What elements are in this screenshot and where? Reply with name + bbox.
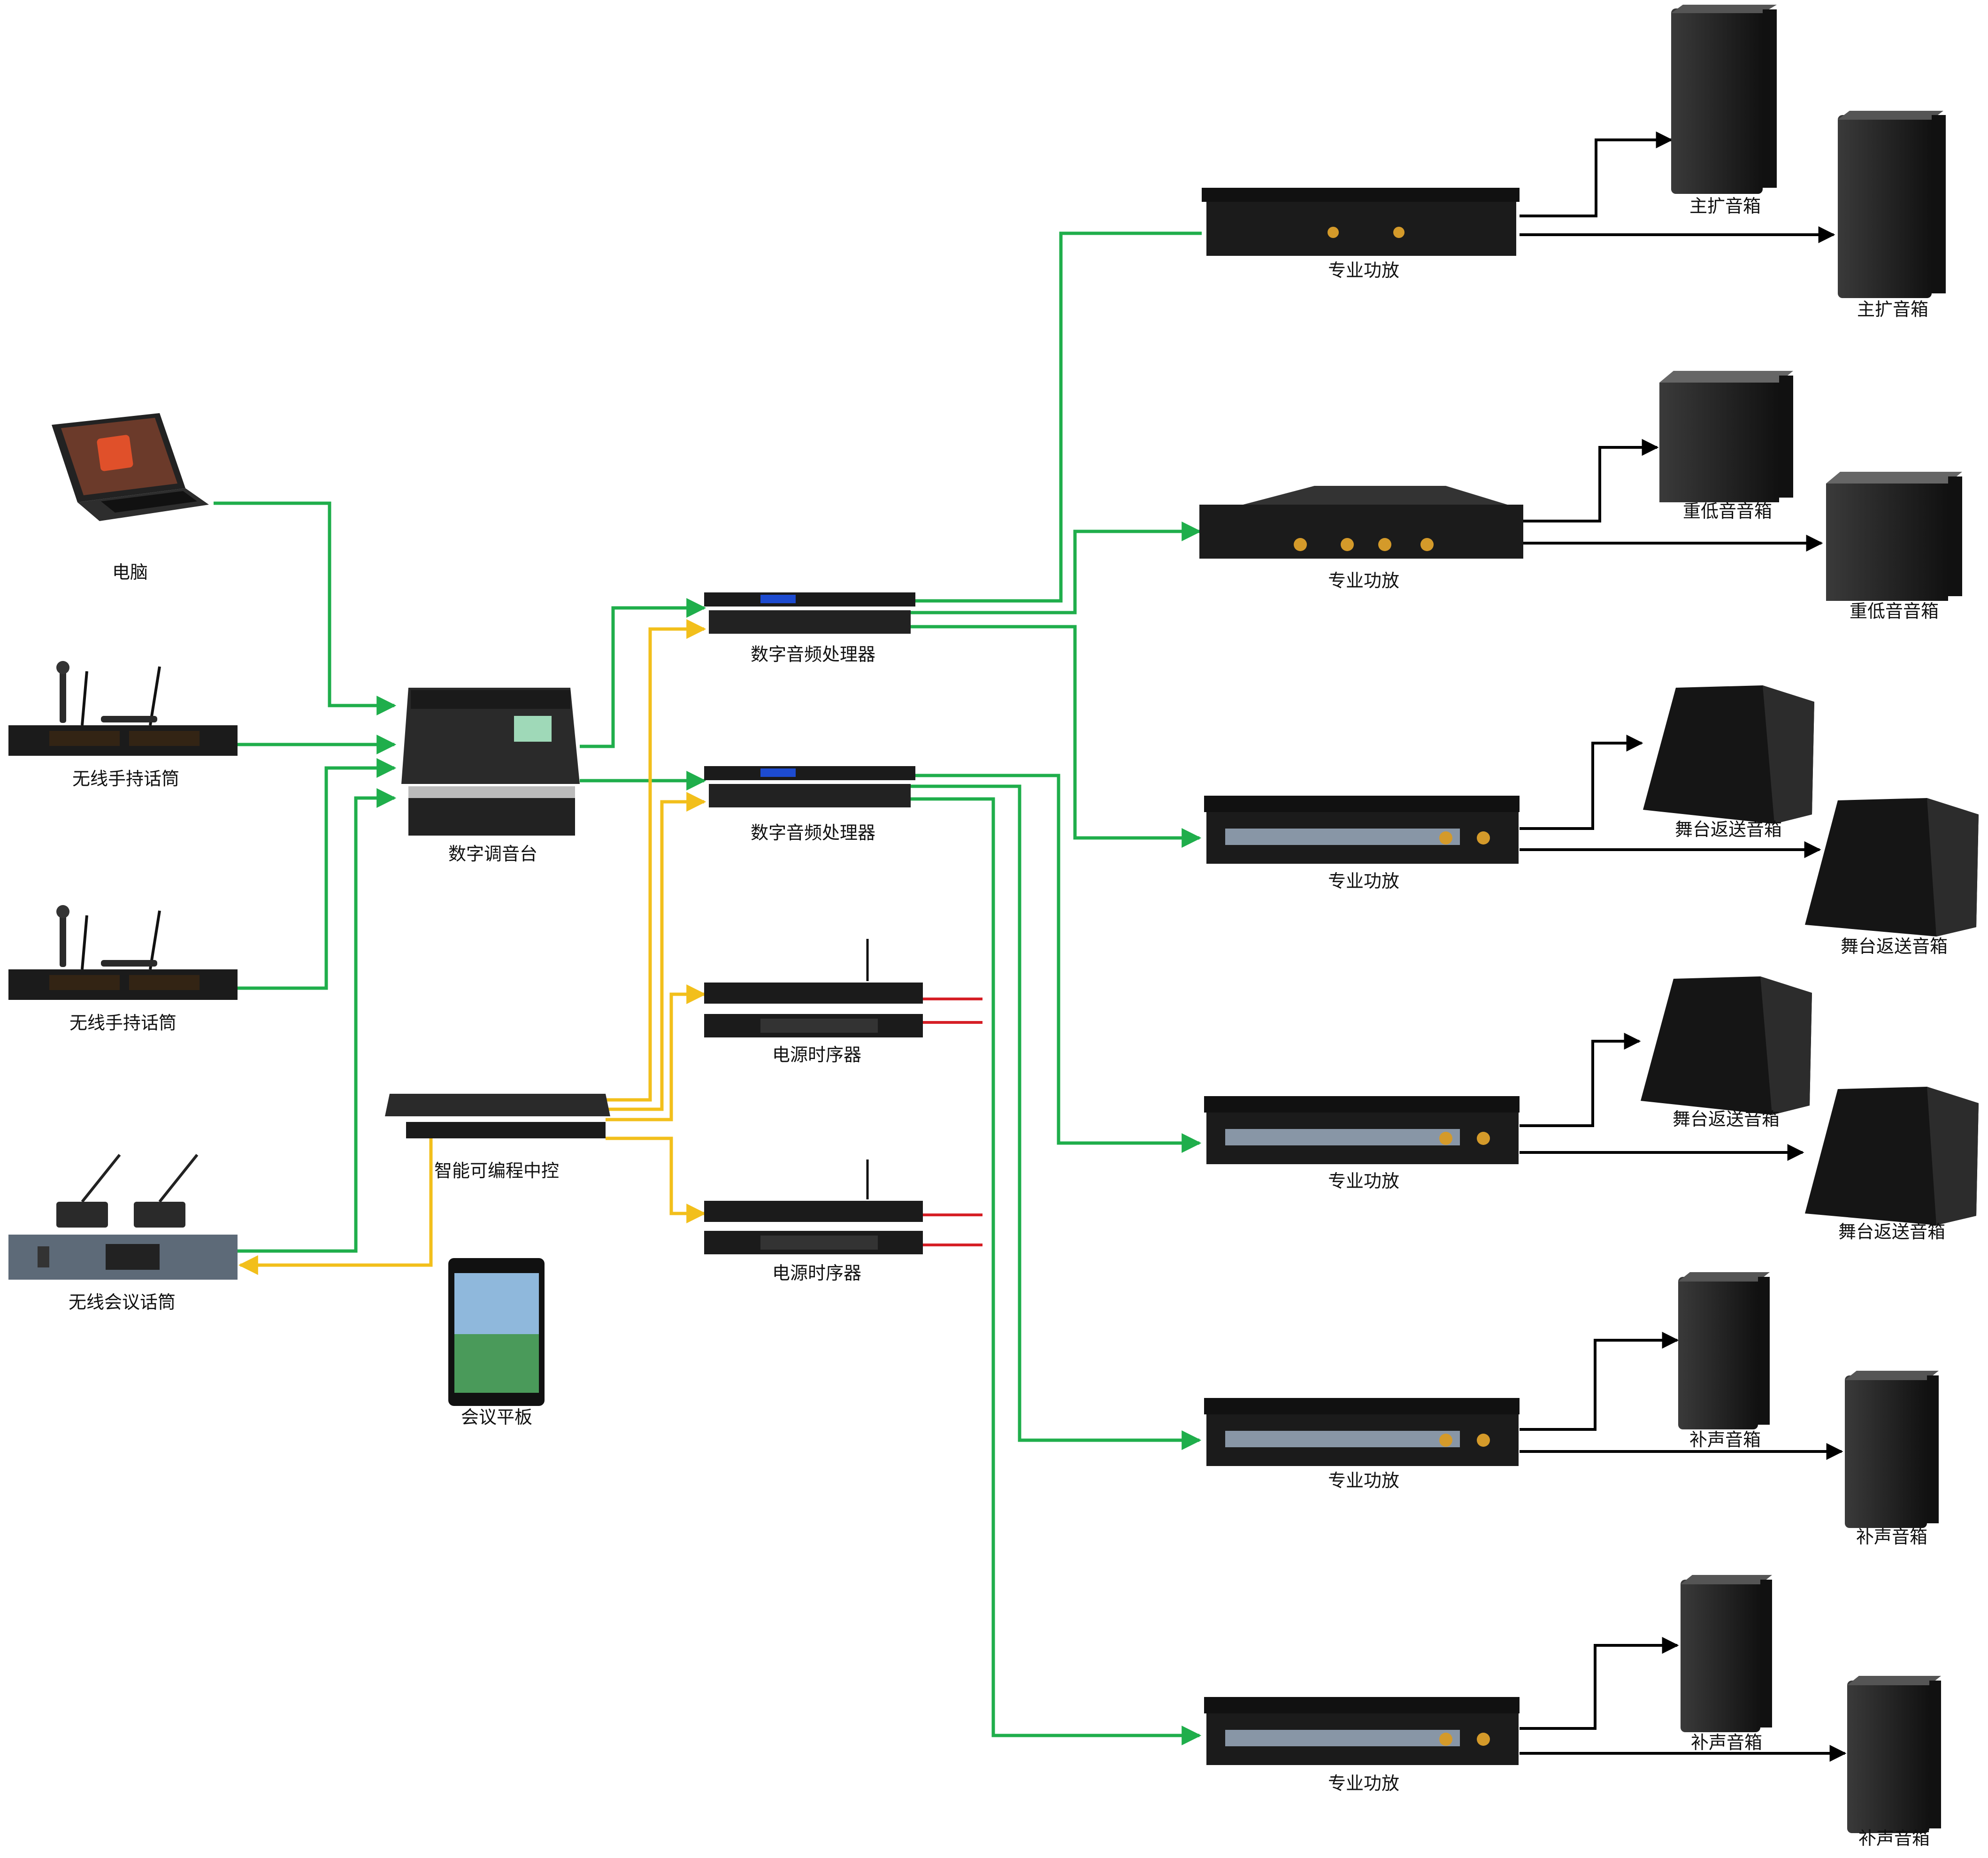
subwoofer-label: 重低音音箱 bbox=[1682, 501, 1773, 522]
handheld-mic-label: 无线手持话筒 bbox=[72, 768, 180, 789]
stage-monitor-icon bbox=[1643, 685, 1814, 824]
amplifier-label: 专业功放 bbox=[1328, 1773, 1400, 1794]
fill-speaker-label: 补声音箱 bbox=[1858, 1828, 1930, 1849]
mixer-label: 数字调音台 bbox=[448, 844, 538, 864]
wire-mic2-to-mixer bbox=[237, 758, 397, 990]
spk-amp5-fill1 bbox=[1520, 1332, 1679, 1431]
fullrange-speaker-icon bbox=[1681, 1575, 1772, 1732]
dsp-processor-icon bbox=[704, 766, 915, 807]
amplifier-label: 专业功放 bbox=[1328, 570, 1400, 591]
fill-speaker-label: 补声音箱 bbox=[1856, 1527, 1928, 1547]
fill-speaker-label: 补声音箱 bbox=[1689, 1429, 1761, 1450]
fullrange-speaker-icon bbox=[1671, 5, 1777, 194]
wire-dsp2-to-amp4 bbox=[911, 774, 1202, 1153]
laptop-icon bbox=[52, 413, 209, 521]
subwoofer-label: 重低音音箱 bbox=[1849, 601, 1939, 622]
subwoofer-icon bbox=[1659, 371, 1793, 502]
ctrl-to-conference bbox=[238, 1129, 433, 1275]
wire-mixer-to-dsp1 bbox=[580, 598, 706, 748]
stage-monitor-label: 舞台返送音箱 bbox=[1672, 1109, 1780, 1129]
conference-mic-label: 无线会议话筒 bbox=[68, 1292, 176, 1313]
stage-monitor-icon bbox=[1641, 976, 1812, 1115]
power-amplifier-icon bbox=[1202, 188, 1520, 256]
spk-amp3-mon1 bbox=[1520, 735, 1643, 830]
amplifier-label: 专业功放 bbox=[1328, 871, 1400, 891]
wireless-receiver-icon bbox=[8, 661, 238, 756]
main-speaker-label: 主扩音箱 bbox=[1689, 196, 1761, 216]
conference-mic-unit-icon bbox=[8, 1154, 238, 1280]
handheld-mic-label: 无线手持话筒 bbox=[69, 1013, 177, 1033]
fullrange-speaker-icon bbox=[1838, 111, 1946, 298]
wire-dsp2-to-amp6 bbox=[911, 797, 1202, 1745]
sequencer-label: 电源时序器 bbox=[772, 1263, 862, 1283]
power-sequencer-icon bbox=[704, 1159, 923, 1254]
stage-monitor-icon bbox=[1805, 1087, 1979, 1225]
stage-monitor-label: 舞台返送音箱 bbox=[1840, 936, 1948, 957]
processor-label: 数字音频处理器 bbox=[750, 822, 876, 843]
controller-label: 智能可编程中控 bbox=[434, 1160, 560, 1181]
subwoofer-icon bbox=[1826, 472, 1962, 601]
amplifier-label: 专业功放 bbox=[1328, 1171, 1400, 1191]
ctrl-to-seq2 bbox=[606, 1136, 706, 1223]
amplifier-label: 专业功放 bbox=[1328, 260, 1400, 281]
processor-label: 数字音频处理器 bbox=[750, 644, 876, 665]
wire-conference-to-mixer bbox=[237, 788, 397, 1253]
central-controller-icon bbox=[385, 1094, 610, 1138]
tablet-icon bbox=[448, 1258, 545, 1406]
mixer-icon bbox=[401, 688, 580, 836]
spk-amp1-main1 bbox=[1520, 131, 1673, 217]
tablet-label: 会议平板 bbox=[461, 1407, 533, 1428]
wire-dsp2-to-amp5 bbox=[911, 784, 1202, 1450]
fullrange-speaker-icon bbox=[1678, 1272, 1770, 1429]
spk-amp6-fill3 bbox=[1520, 1637, 1679, 1730]
stage-monitor-label: 舞台返送音箱 bbox=[1674, 819, 1782, 840]
dsp-processor-icon bbox=[704, 592, 915, 634]
power-sequencer-icon bbox=[704, 939, 923, 1037]
ctrl-to-seq1 bbox=[606, 984, 706, 1121]
fill-speaker-label: 补声音箱 bbox=[1690, 1732, 1763, 1753]
power-amplifier-icon bbox=[1204, 796, 1520, 864]
spk-amp2-sub1 bbox=[1523, 439, 1659, 522]
ctrl-to-dsp1 bbox=[606, 619, 706, 1102]
amplifier-label: 专业功放 bbox=[1328, 1470, 1400, 1491]
wire-computer-to-mixer bbox=[214, 501, 397, 715]
wire-dsp1-to-amp2 bbox=[911, 522, 1202, 614]
stage-monitor-icon bbox=[1805, 798, 1979, 937]
spk-amp4-mon3 bbox=[1520, 1033, 1641, 1127]
power-amplifier-icon bbox=[1204, 1398, 1520, 1466]
computer-label: 电脑 bbox=[112, 562, 148, 583]
stage-monitor-label: 舞台返送音箱 bbox=[1838, 1221, 1946, 1242]
wire-dsp1-to-amp3 bbox=[911, 625, 1202, 848]
main-speaker-label: 主扩音箱 bbox=[1857, 299, 1929, 320]
wire-dsp1-to-amp1 bbox=[911, 231, 1202, 603]
fullrange-speaker-icon bbox=[1845, 1371, 1939, 1528]
fullrange-speaker-icon bbox=[1847, 1676, 1941, 1833]
sequencer-label: 电源时序器 bbox=[772, 1044, 862, 1065]
power-amplifier-icon bbox=[1204, 1697, 1520, 1765]
power-amplifier-icon bbox=[1204, 1096, 1520, 1164]
ctrl-to-dsp2 bbox=[606, 792, 706, 1111]
wireless-receiver-icon bbox=[8, 905, 238, 1000]
power-amplifier-icon bbox=[1199, 486, 1523, 559]
